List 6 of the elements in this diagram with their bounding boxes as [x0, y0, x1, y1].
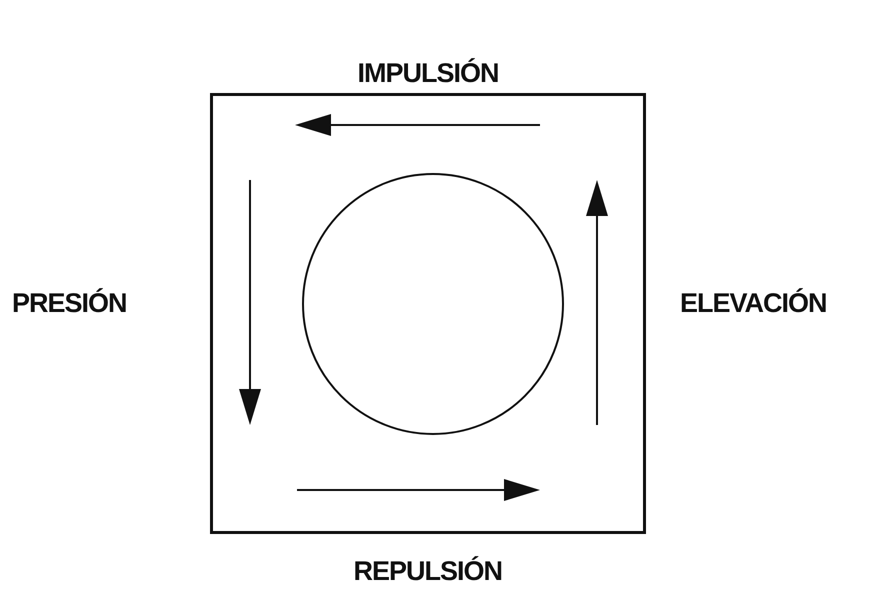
side-label: IMPULSIÓN	[358, 58, 499, 89]
square-frame	[210, 93, 646, 534]
circle-shape	[302, 173, 564, 435]
side-label: ELEVACIÓN	[680, 288, 827, 319]
side-label: PRESIÓN	[12, 288, 127, 319]
side-label: REPULSIÓN	[354, 556, 502, 587]
